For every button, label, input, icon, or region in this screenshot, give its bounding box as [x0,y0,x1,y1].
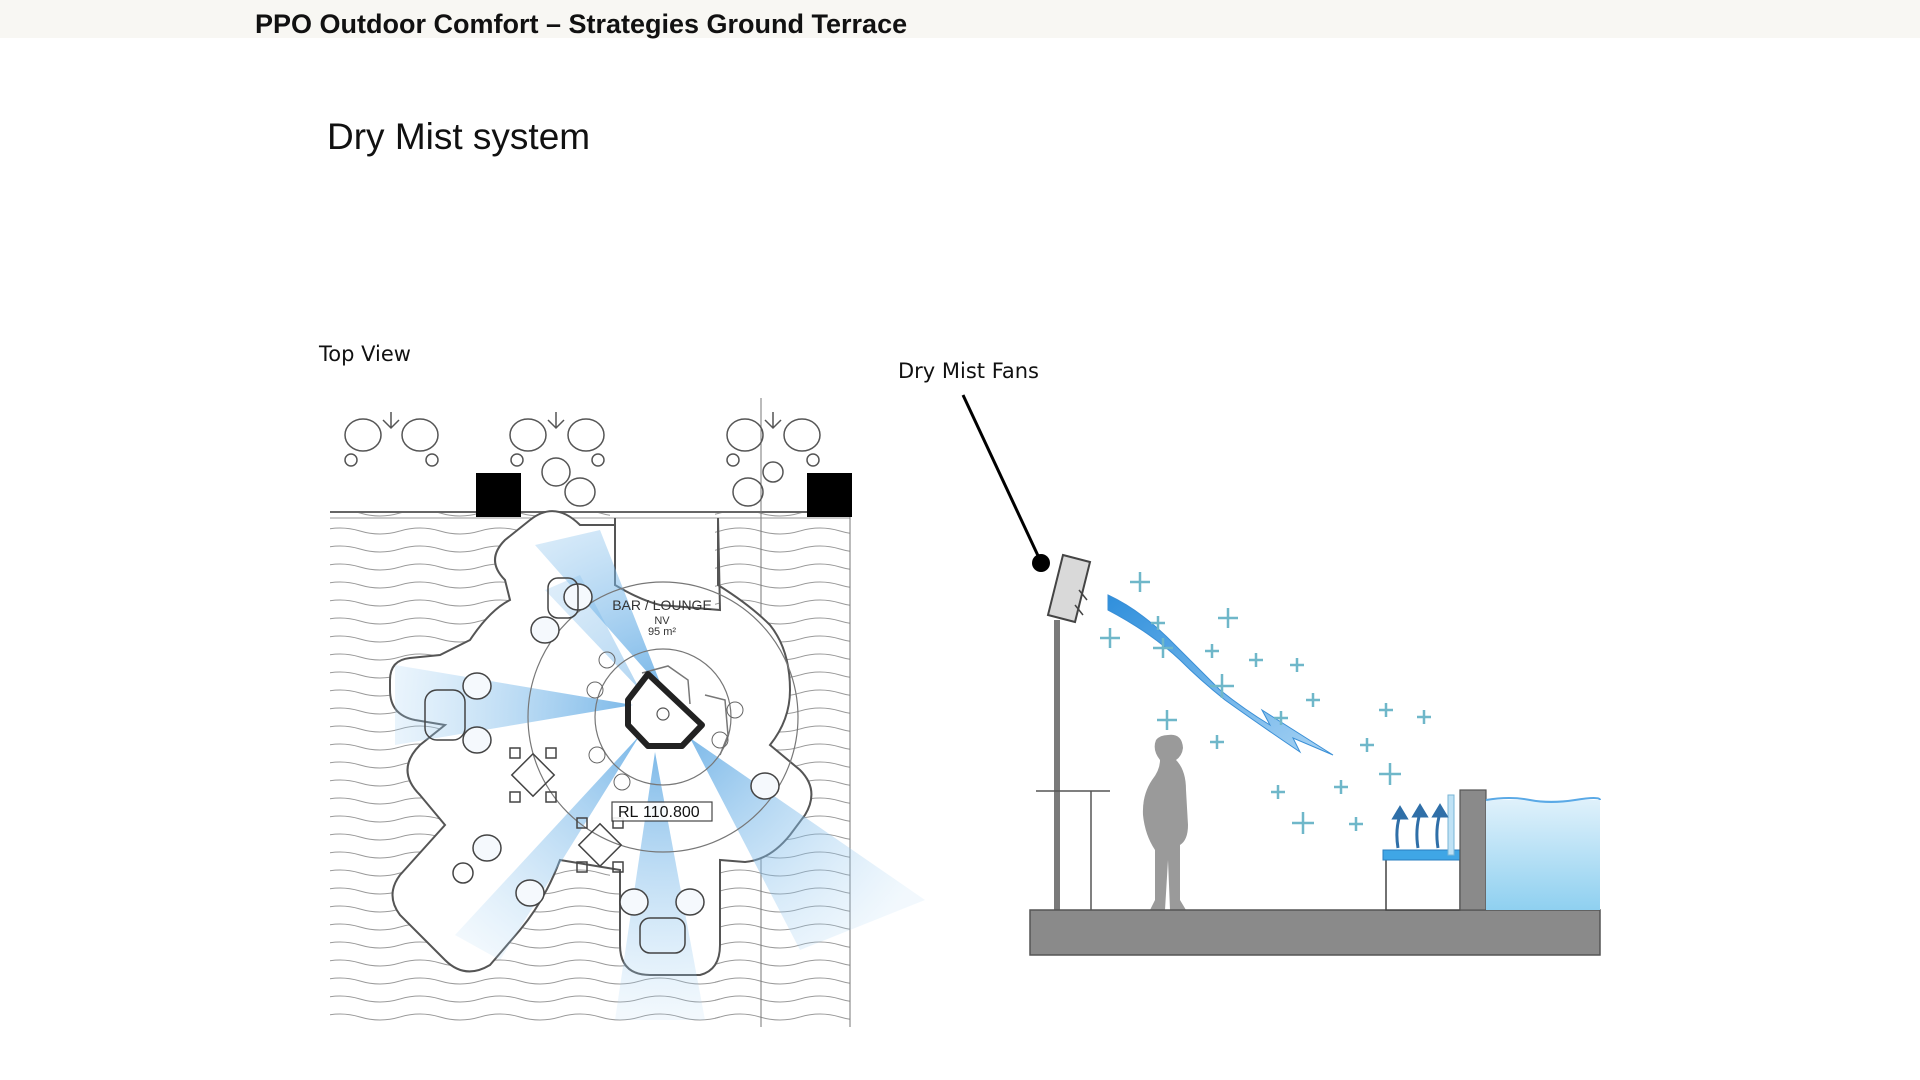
seating-group-1 [344,412,439,467]
pool-wall [1459,789,1487,911]
section-view [961,394,1601,956]
central-bar [527,581,799,853]
mist-flow-arrow [1107,594,1334,756]
title-bar [0,0,1920,38]
cooling-air-arrows [1391,803,1449,849]
section-heading: Dry Mist system [327,116,591,157]
dry-mist-fans-label: Dry Mist Fans [898,359,1039,383]
top-view-label: Top View [319,342,411,366]
level-tag-prefix: RL [618,804,639,821]
table-left [509,747,557,803]
callout-dot [1032,554,1050,572]
level-tag: RL 110.800 [611,801,713,822]
area-size: 95 m² [648,626,676,638]
ground-slab [1029,909,1601,956]
seating-group-3 [726,412,821,507]
mist-beams [395,530,925,1020]
seating-group-2 [509,412,605,507]
fan-pole [1054,620,1060,910]
top-view-plan: BAR / LOUNGE NV 95 m² RL 110.800 [330,398,925,1027]
dry-mist-fan [1046,553,1092,624]
slide-title: PPO Outdoor Comfort – Strategies Ground … [255,9,908,39]
table-bottom [576,817,624,873]
column-right [807,473,852,517]
column-left [476,473,521,517]
mist-particles [1100,572,1431,834]
lounge-chairs [424,577,780,954]
callout-line [961,394,1042,561]
level-tag-value: 110.800 [643,804,700,821]
person-silhouette [1142,734,1188,910]
area-name: BAR / LOUNGE [612,597,712,613]
area-code: NV [654,615,670,627]
bench-base [1385,857,1461,911]
pool-water [1486,800,1600,910]
